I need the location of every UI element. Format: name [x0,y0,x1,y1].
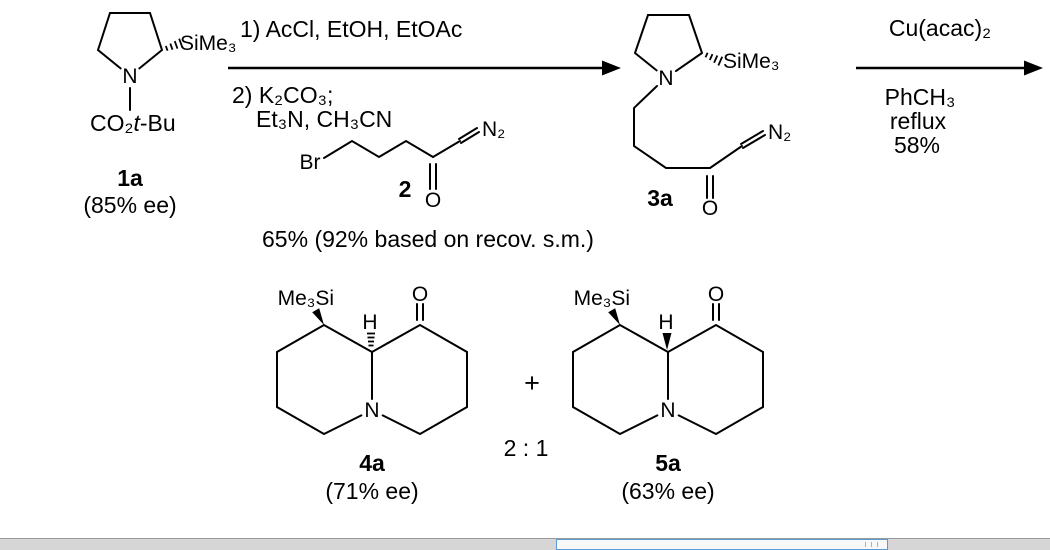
compound-1a-ee: (85% ee) [83,192,176,218]
n2-label-3a: N₂ [768,121,791,144]
ketone-double-bond-5a [712,303,720,321]
ch-bond-2 [432,140,461,158]
compound-2-name: 2 [399,176,412,202]
step2-yield: 58% [894,132,940,158]
br-label: Br [300,151,321,174]
step2-reagent: Cu(acac)₂ [889,15,991,41]
scrollbar-grip-icon [865,542,881,547]
pyrrolidine-ring-1a [96,12,163,111]
o-label-4a: O [412,283,428,306]
diazo-double-bond-3a [740,130,766,149]
h-hash-bond-4a [367,332,375,347]
stereo-hash-bond-3a [704,52,724,66]
si-label-4a: Me₃Si [278,287,334,310]
quinolizidine-rings-4a [276,323,468,436]
scrollbar-thumb[interactable] [556,539,888,550]
step2-condition: reflux [890,108,947,134]
compound-4a-name: 4a [359,450,385,476]
si-label-1a: SiMe₃ [180,32,236,55]
ketone-double-bond-4a [416,303,424,321]
step1-conditions-line1: 1) AcCl, EtOH, EtOAc [240,16,462,42]
compound-1a-name: 1a [117,165,143,191]
carbonyl-double-bond-2 [429,163,437,190]
chain-bonds-3a [633,85,711,169]
chain-bonds-2 [323,139,434,159]
h-label-4a: H [362,311,377,334]
step1-conditions-line2: 2) K₂CO₃; [232,82,333,108]
n2-label-2: N₂ [482,118,505,141]
step1-conditions-line3: Et₃N, CH₃CN [256,106,392,132]
o-label-5a: O [708,283,724,306]
horizontal-scrollbar[interactable] [0,538,1050,550]
compound-5a-group: Me₃Si H O N 5a (63% ee) [572,283,764,504]
si-label-5a: Me₃Si [574,287,630,310]
compound-4a-ee: (71% ee) [325,478,418,504]
si-wedge-bond-4a [312,308,324,325]
o-label-2: O [425,189,441,212]
si-label-3a: SiMe₃ [723,50,779,73]
step1-yield-note: 65% (92% based on recov. s.m.) [262,226,594,252]
n-label-4a: N [364,399,379,422]
stereo-hash-bond-1a [164,38,184,51]
si-wedge-bond-5a [608,308,620,325]
h-label-5a: H [658,311,673,334]
reaction-arrow-1 [228,60,621,76]
reaction-arrow-2 [856,60,1043,76]
n-label-3a: N [658,67,673,90]
n-label-5a: N [660,399,675,422]
compound-5a-name: 5a [655,450,681,476]
carbamate-label: CO₂t-Bu [90,110,176,136]
compound-2-group: Br O N₂ 2 [300,118,506,212]
ratio-label: 2 : 1 [504,435,549,461]
plus-sign: + [524,368,540,398]
compound-5a-ee: (63% ee) [621,478,714,504]
compound-4a-group: Me₃Si H O N 4a (71% ee) [276,283,468,504]
h-wedge-bond-5a [662,333,672,350]
diazo-double-bond-2 [458,127,480,144]
compound-3a-name: 3a [647,185,673,211]
o-label-3a: O [702,197,718,220]
n-label-1a: N [122,65,137,88]
compound-1a-group: SiMe₃ N CO₂t-Bu 1a (85% ee) [83,12,236,218]
pyrrolidine-ring-3a [633,14,703,73]
step2-solvent: PhCH₃ [885,84,956,110]
carbonyl-double-bond-3a [706,175,714,199]
reaction-scheme-svg: SiMe₃ N CO₂t-Bu 1a (85% ee) 1) AcCl, EtO… [83,12,1043,504]
arrowhead-1-icon [602,60,621,76]
compound-3a-group: SiMe₃ N O N₂ 3a [633,14,791,220]
arrowhead-2-icon [1024,60,1043,76]
quinolizidine-rings-5a [572,323,764,436]
ch-bond-3a [709,145,743,169]
